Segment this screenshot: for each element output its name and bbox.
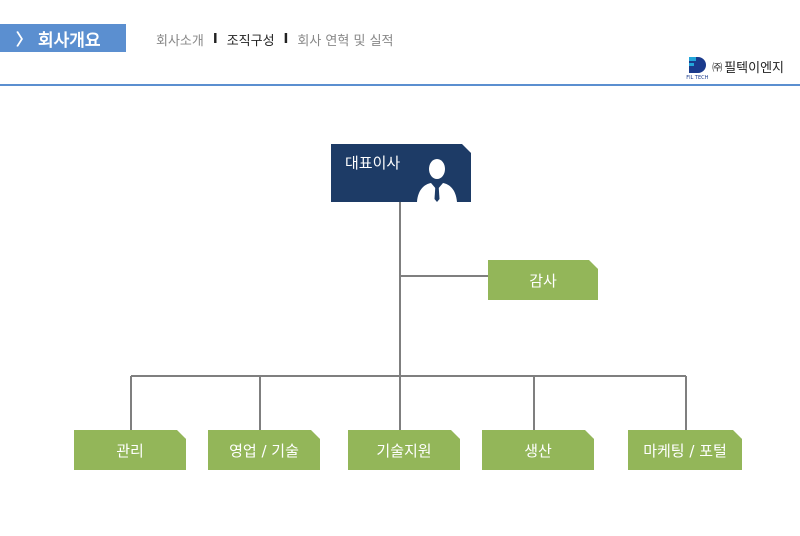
company-type: ㈜ [712,62,723,74]
company-logo: FIL TECH ㈜ 필텍이엔지 [686,55,784,81]
subnav-separator: I [283,32,289,47]
org-node-auditor[interactable]: 감사 [488,260,598,300]
department-label: 영업 / 기술 [229,441,299,460]
chevron-right-icon: 〉 [16,30,33,49]
header-divider [0,84,800,86]
subnav-item-history[interactable]: 회사 연혁 및 실적 [297,34,394,49]
subnav-item-organization[interactable]: 조직구성 [226,34,275,49]
ceo-label: 대표이사 [345,154,401,172]
logo-subtext: FIL TECH [686,75,709,81]
department-label: 마케팅 / 포털 [643,441,727,460]
person-silhouette-icon [417,156,457,202]
org-node-production[interactable]: 생산 [482,430,594,470]
org-node-sales-tech[interactable]: 영업 / 기술 [208,430,320,470]
org-node-tech-support[interactable]: 기술지원 [348,430,460,470]
org-node-ceo[interactable]: 대표이사 [331,144,471,202]
company-name: 필텍이엔지 [724,60,784,76]
filtech-logo-icon: FIL TECH [686,55,708,81]
section-title: 회사개요 [38,30,101,51]
subnav-item-company-intro[interactable]: 회사소개 [156,34,204,49]
department-label: 관리 [116,441,144,460]
auditor-label: 감사 [529,271,557,290]
department-label: 생산 [524,441,552,460]
org-node-management[interactable]: 관리 [74,430,186,470]
subnav-separator: I [212,32,218,47]
org-node-marketing-portal[interactable]: 마케팅 / 포털 [628,430,742,470]
section-title-tab[interactable]: 〉 회사개요 [0,24,126,52]
sub-navigation: 회사소개 I 조직구성 I 회사 연혁 및 실적 [156,30,394,49]
department-label: 기술지원 [376,441,432,460]
